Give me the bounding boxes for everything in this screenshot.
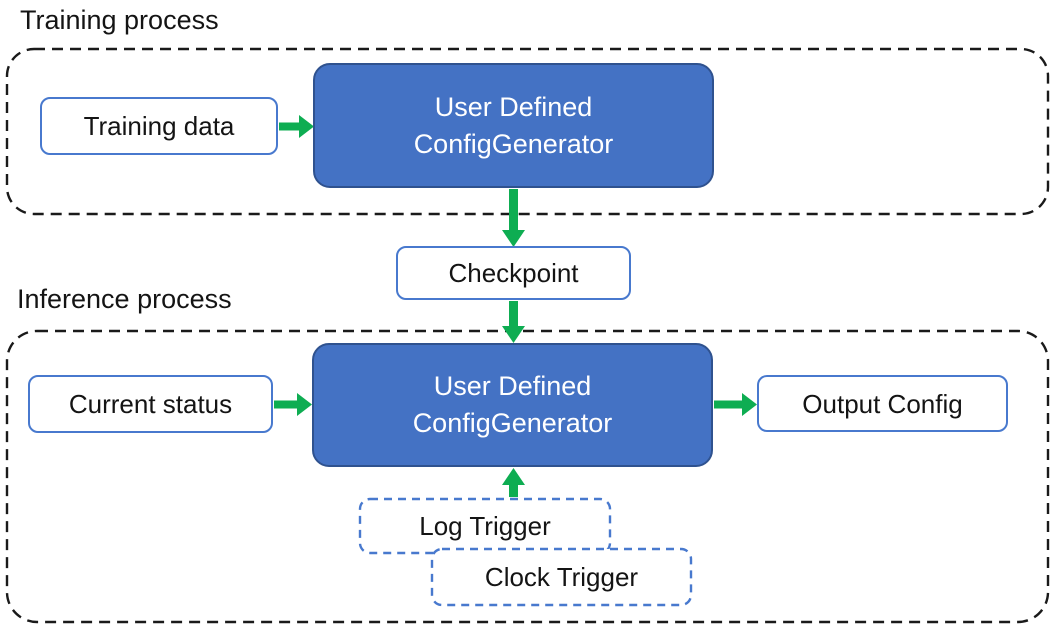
inference-process-container-outline (5, 329, 1050, 624)
arrow-current-status-to-generator (274, 393, 312, 416)
training-process-label: Training process (20, 5, 219, 35)
arrow-checkpoint-to-generator (502, 301, 525, 343)
training-process-container-outline (5, 47, 1050, 216)
config-generator-inference-line2: ConfigGenerator (412, 408, 613, 438)
arrow-generator-to-checkpoint (502, 189, 525, 247)
checkpoint-box: Checkpoint (396, 246, 631, 300)
clock-trigger-box: Clock Trigger (484, 562, 639, 592)
config-generator-training-line2: ConfigGenerator (413, 128, 614, 159)
arrow-triggers-to-generator (502, 468, 525, 497)
training-data-box: Training data (40, 97, 278, 155)
current-status-box: Current status (28, 375, 273, 433)
inference-process-label: Inference process (17, 284, 232, 314)
config-generator-inference-line1: User Defined (433, 371, 592, 401)
log-trigger-box: Log Trigger (419, 511, 551, 541)
config-generator-inference-box: User Defined ConfigGenerator (312, 343, 713, 467)
clock-trigger-box-outline (430, 547, 693, 607)
arrow-generator-to-output-config (714, 393, 757, 416)
config-generator-training-line1: User Defined (434, 91, 593, 122)
output-config-box: Output Config (757, 375, 1008, 432)
arrow-training-data-to-generator (279, 115, 314, 138)
config-generator-training-box: User Defined ConfigGenerator (313, 63, 714, 188)
